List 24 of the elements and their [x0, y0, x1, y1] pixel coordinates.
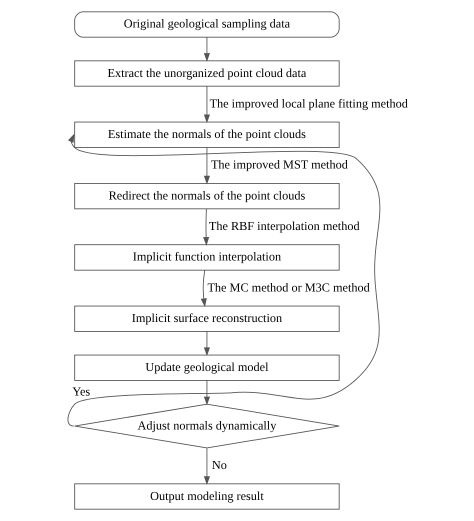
edge-label: The improved MST method	[210, 158, 348, 172]
node-box: Update geological model	[74, 354, 340, 381]
edge-label: Yes	[72, 384, 90, 398]
edge-label: The RBF interpolation method	[208, 219, 360, 234]
arrow	[203, 380, 210, 406]
arrow	[203, 86, 210, 124]
node-box: Original geological sampling data	[74, 11, 340, 38]
edge-label: No	[211, 458, 226, 472]
node-box: Extract the unorganized point cloud data	[74, 60, 340, 87]
arrow	[200, 270, 206, 308]
node-box: Implicit surface reconstruction	[74, 306, 340, 332]
edge-label: The improved local plane fitting method	[209, 96, 408, 110]
arrow	[203, 147, 210, 185]
arrow	[203, 36, 210, 62]
node-box: Estimate the normals of the point clouds	[74, 122, 340, 148]
arrow	[203, 448, 210, 486]
arrow	[202, 208, 209, 246]
arrow	[67, 134, 380, 426]
node-box: Redirect the normals of the point clouds	[74, 182, 340, 210]
node-diamond: Adjust normals dynamically	[74, 404, 340, 448]
arrow	[203, 331, 210, 356]
node-box: Output modeling result	[74, 483, 340, 510]
edge-label: The MC method or M3C method	[206, 280, 370, 294]
node-box: Implicit function interpolation	[74, 244, 340, 271]
